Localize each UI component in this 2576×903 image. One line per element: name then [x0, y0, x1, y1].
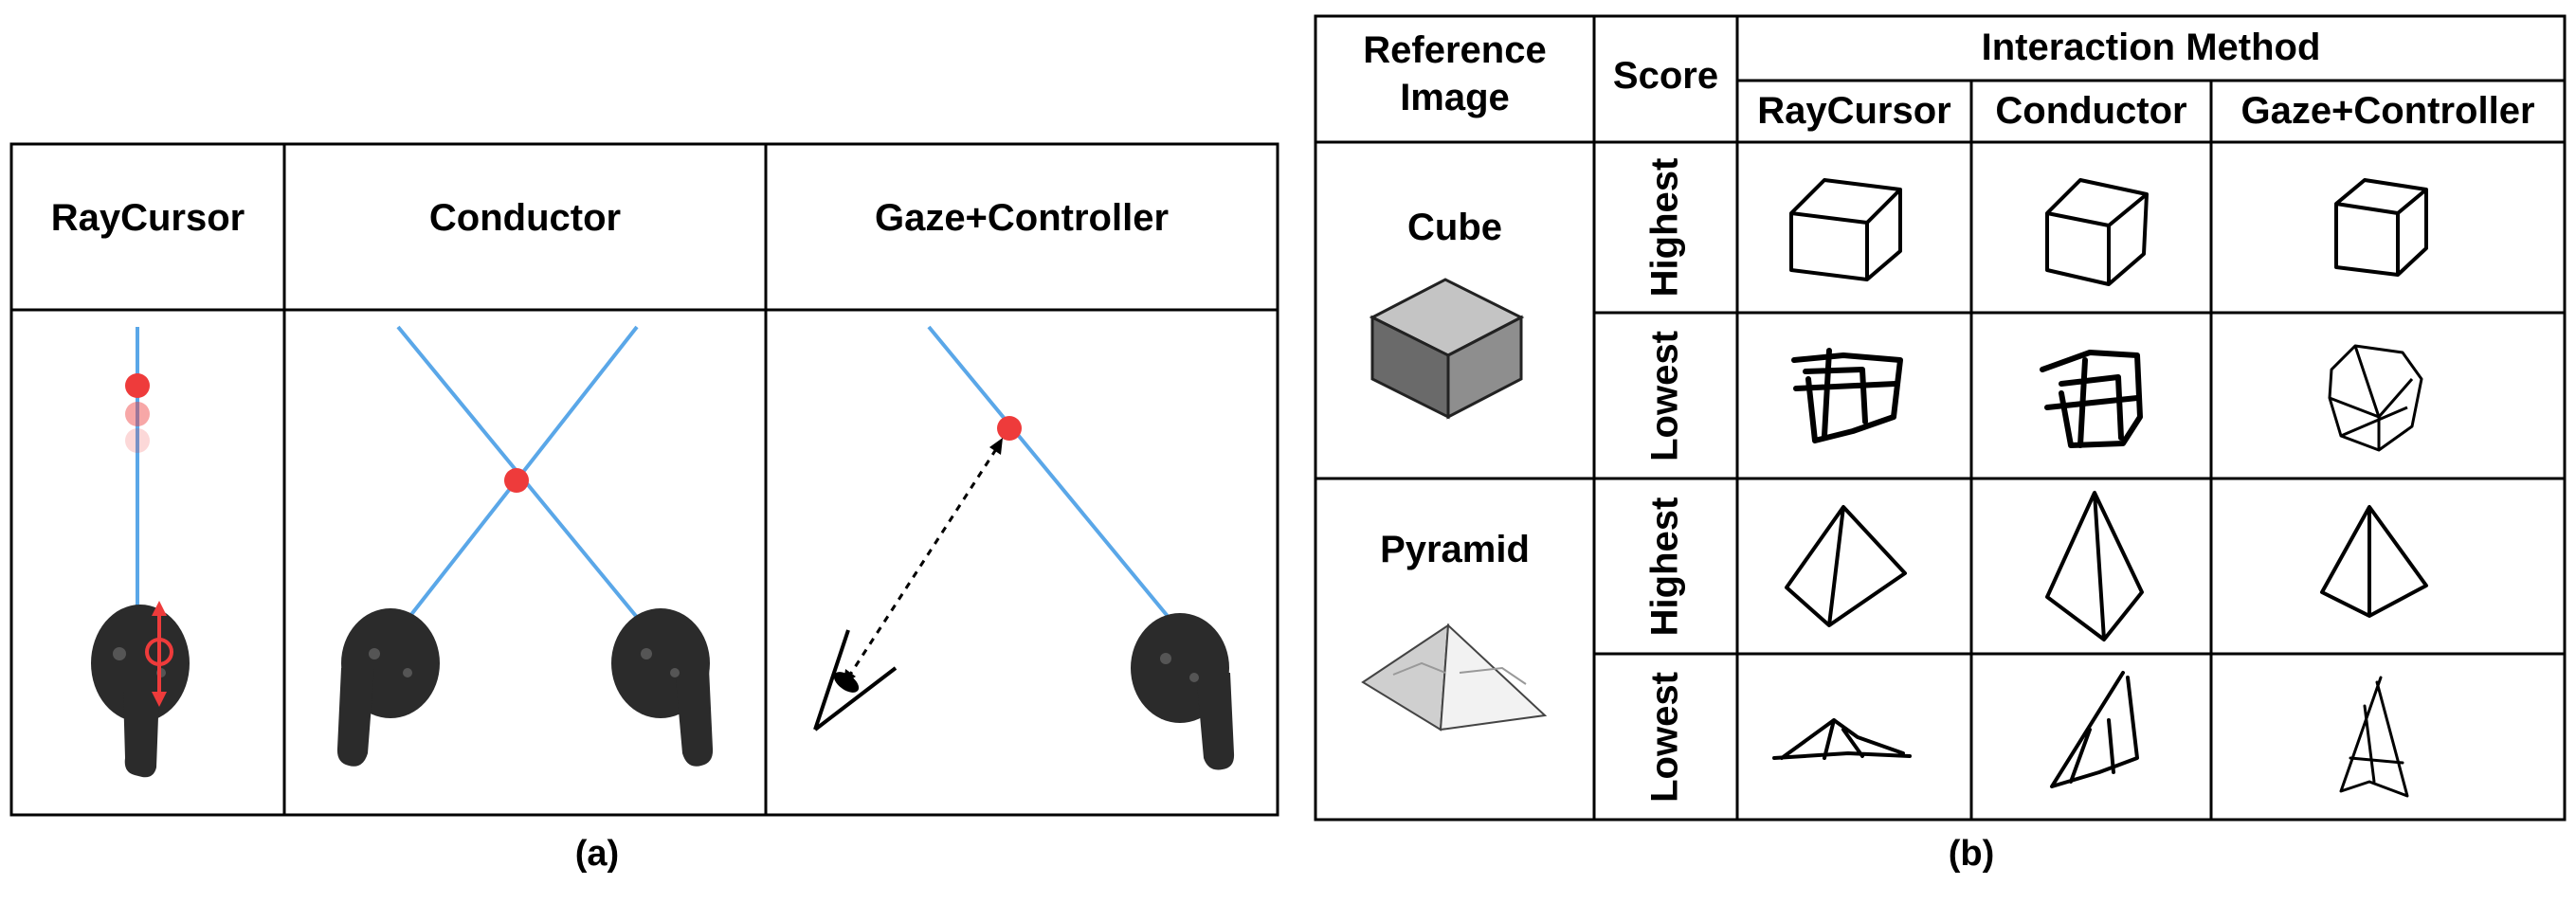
panel-a-caption: (a)	[574, 834, 620, 874]
sketch-cube-highest-raycursor	[1789, 178, 1902, 281]
reference-label-pyramid: Pyramid	[1380, 529, 1530, 570]
sketch-pyramid-lowest-gaze-controller	[2339, 676, 2409, 798]
reference-pyramid-image	[1361, 623, 1548, 731]
gaze-controller-ray	[927, 325, 1177, 627]
sketch-cube-highest-gaze-controller	[2334, 178, 2428, 277]
panel-b-header-reference: Reference Image	[1363, 29, 1547, 118]
raycursor-illustration	[91, 327, 190, 778]
sketch-pyramid-lowest-raycursor	[1772, 718, 1912, 760]
panel-b-frame	[1314, 14, 2567, 822]
panel-a-frame	[9, 142, 1279, 817]
score-label-cube-lowest: Lowest	[1643, 331, 1686, 461]
score-label-pyramid-lowest: Lowest	[1643, 672, 1686, 803]
panel-b-caption: (b)	[1948, 834, 1995, 874]
sketch-pyramid-highest-conductor	[2045, 491, 2144, 641]
sketch-cube-lowest-gaze-controller	[2328, 344, 2423, 452]
conductor-right-controller-icon	[611, 608, 714, 767]
sketch-pyramid-highest-raycursor	[1785, 505, 1907, 627]
eye-icon	[813, 629, 898, 731]
reference-cube-image	[1369, 278, 1525, 420]
conductor-left-controller-icon	[336, 608, 440, 767]
conductor-intersection-dot	[504, 468, 529, 493]
panel-b-header-conductor: Conductor	[1995, 90, 2187, 132]
score-label-pyramid-highest: Highest	[1643, 497, 1686, 637]
raycursor-cursor-ghost-2	[125, 428, 150, 453]
sketch-cube-lowest-raycursor	[1791, 348, 1903, 443]
panel-b-header-score: Score	[1612, 55, 1719, 97]
gaze-controller-illustration	[813, 325, 1235, 770]
panel-b-header-raycursor: RayCursor	[1757, 90, 1951, 132]
sketch-pyramid-highest-gaze-controller	[2320, 505, 2428, 618]
raycursor-cursor-ghost-1	[125, 402, 150, 426]
gaze-controller-cursor-dot	[997, 416, 1022, 441]
score-label-cube-highest: Highest	[1643, 157, 1686, 298]
gaze-arrowhead-top	[989, 438, 1003, 455]
gaze-controller-controller-icon	[1131, 613, 1235, 770]
panel-b-header-interaction-method: Interaction Method	[1981, 27, 2321, 68]
sketch-cube-highest-conductor	[2045, 178, 2149, 286]
raycursor-scroll-arrows-icon	[145, 601, 173, 707]
panel-b-header-gaze-controller: Gaze+Controller	[2240, 90, 2535, 132]
conductor-illustration	[336, 325, 714, 767]
reference-label-cube: Cube	[1407, 207, 1502, 248]
raycursor-cursor-dot	[125, 373, 150, 398]
panel-a-header-conductor: Conductor	[428, 197, 622, 239]
panel-a-header-gaze-controller: Gaze+Controller	[874, 197, 1170, 239]
sketch-pyramid-lowest-conductor	[2050, 671, 2139, 788]
panel-a-header-raycursor: RayCursor	[50, 197, 245, 239]
sketch-cube-lowest-conductor	[2040, 350, 2143, 448]
